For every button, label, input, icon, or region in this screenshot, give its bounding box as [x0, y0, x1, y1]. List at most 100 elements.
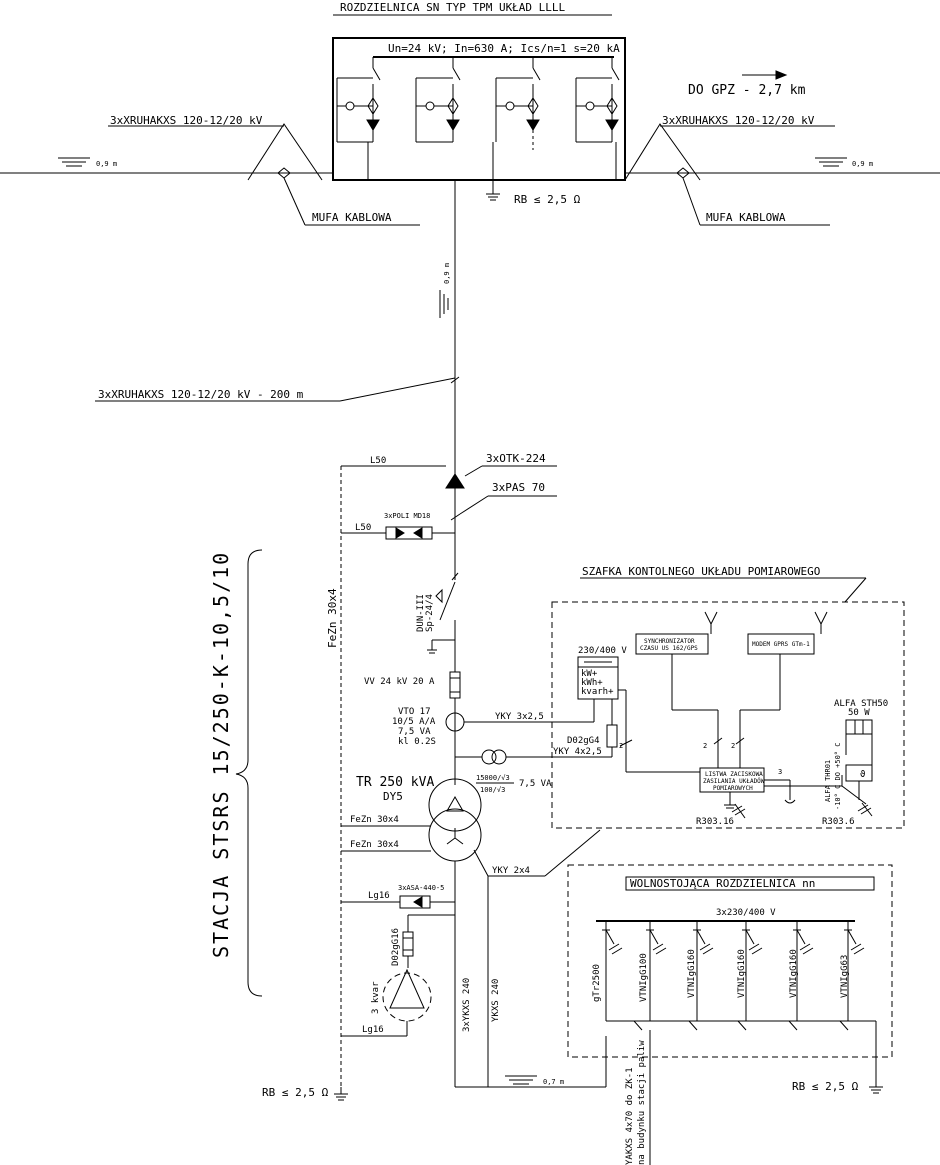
lv-feeder-3-label: VTNIgG160	[687, 949, 697, 998]
heater-label: ALFA STH50	[834, 699, 888, 709]
earthing-top-label: RB ≤ 2,5 Ω	[514, 193, 581, 206]
joint-right-label: MUFA KABLOWA	[706, 211, 786, 224]
lg16-top-label: Lg16	[368, 891, 390, 901]
cable-right-label: 3xXRUHAKXS 120-12/20 kV	[662, 114, 815, 127]
ct-ratio-bottom: 100/√3	[480, 786, 505, 794]
count-2b: 2	[703, 742, 707, 750]
arresters-label: 3xPAS 70	[492, 481, 545, 494]
disconnector-name: DUN-III	[416, 594, 426, 632]
fezn-vertical-label: FeZn 30x4	[326, 588, 339, 648]
lv-busbar-label: 3x230/400 V	[716, 908, 776, 918]
ct-ratio-top: 15000/√3	[476, 774, 510, 782]
meter-voltage-label: 230/400 V	[578, 646, 627, 656]
poli-box	[385, 526, 433, 540]
strip-line-1: LISTWA ZACISKOWA	[705, 771, 763, 778]
depth-vertical-icon	[439, 290, 449, 318]
asa-diode-icon	[413, 896, 423, 908]
mv-fuse-icon	[449, 671, 461, 699]
sync-line-2: CZASU US 162/GPS	[640, 645, 698, 652]
meter-fuse-icon	[606, 724, 618, 748]
disconnector-type: Sp-24/4	[425, 594, 435, 632]
capacitor-fuse-icon	[402, 931, 414, 957]
direction-label: DO GPZ - 2,7 km	[688, 83, 806, 98]
cable-loop-left	[247, 123, 323, 181]
depth-right-label: 0,9 m	[852, 160, 873, 168]
depth-bottom-icon	[505, 1075, 537, 1085]
fezn-1-label: FeZn 30x4	[350, 815, 399, 825]
transformer-primary-icon	[428, 778, 482, 832]
heater-power-label: 50 W	[848, 708, 870, 718]
station-brace	[235, 549, 263, 997]
ct-icon	[481, 749, 497, 765]
cable-ykxs-label: YKXS 240	[491, 979, 501, 1022]
capacitor-label: 3 kvar	[371, 981, 381, 1014]
vt-line-4: kl 0.2S	[398, 737, 436, 747]
sync-line-1: SYNCHRONIZATOR	[644, 638, 695, 645]
lg16-bottom-label: Lg16	[362, 1025, 384, 1035]
capacitor-delta-icon	[389, 968, 425, 1009]
count-3: 3	[778, 768, 782, 776]
depth-right-icon	[815, 157, 847, 167]
thermostat-line-2: -10° C DO +50° C	[834, 743, 842, 810]
meter-fuse-label: D02gG4	[567, 736, 600, 746]
vt-line-2: 10/5 A/A	[392, 717, 436, 727]
count-2a: 2	[619, 742, 623, 750]
yky4x25-label: YKY 4x2,5	[553, 747, 602, 757]
sync-antenna-icon	[704, 611, 718, 634]
fezn-2-label: FeZn 30x4	[350, 840, 399, 850]
switchgear-box	[332, 37, 626, 181]
switchgear-bay-3	[495, 57, 541, 150]
lv-title-frame	[625, 876, 875, 891]
arrowhead-icon	[775, 70, 788, 80]
earthing-bottom-right-label: RB ≤ 2,5 Ω	[792, 1080, 859, 1093]
lv-feeder-5-label: VTNIgG160	[789, 949, 799, 998]
lv-title: WOLNOSTOJĄCA ROZDZIELNICA nn	[630, 877, 815, 890]
fuse-r303-6-icon	[857, 802, 873, 817]
outgoing-label-1: YAKXS 4x70 do ZK-1	[625, 1067, 635, 1165]
joint-left-label: MUFA KABLOWA	[312, 211, 392, 224]
lv-feeder-1-label: gTr2500	[592, 964, 602, 1002]
lv-feeder-5	[793, 921, 814, 1021]
vt-line-3: 7,5 VA	[398, 727, 431, 737]
l50-mid-label: L50	[355, 523, 371, 533]
station-name: STACJA STSRS 15/250-K-10,5/10	[209, 551, 233, 958]
r303-6-label: R303.6	[822, 817, 855, 827]
poli-diode-icon	[413, 527, 423, 539]
modem-label: MODEM GPRS GTm-1	[752, 641, 810, 648]
depth-bottom-label: 0,7 m	[543, 1078, 564, 1086]
switchgear-title: ROZDZIELNICA SN TYP TPM UKŁAD LLLL	[340, 1, 566, 14]
lv-feeder-2-label: VTNIgG100	[639, 953, 649, 1002]
cable-3xykxs-label: 3xYKXS 240	[462, 978, 472, 1032]
poli-label: 3xPOLI MD18	[384, 512, 430, 520]
energy-meter-box	[577, 656, 619, 700]
strip-line-3: POMIAROWYCH	[713, 785, 753, 792]
heater-icon	[845, 719, 873, 735]
lv-feeder-4	[742, 921, 763, 1021]
yky2x4-label: YKY 2x4	[492, 866, 530, 876]
metering-title: SZAFKA KONTOLNEGO UKŁADU POMIAROWEGO	[582, 565, 820, 578]
r303-16-label: R303.16	[696, 817, 734, 827]
transformer-label: TR 250 kVA	[356, 775, 434, 790]
yky3x25-label: YKY 3x2,5	[495, 712, 544, 722]
switchgear-ratings: Un=24 kV; In=630 A; Ics/n=1 s=20 kA	[388, 42, 620, 55]
thermostat-line-1: ALFA THR01	[824, 760, 832, 802]
thermostat-icon: ϑ	[860, 770, 865, 780]
switchgear-earth-icon	[486, 142, 500, 201]
asa-label: 3xASA-440-5	[398, 884, 444, 892]
lv-feeder-2	[646, 921, 667, 1021]
lv-feeder-6-label: VTNIgG63	[840, 955, 850, 998]
cable-head-icon	[445, 473, 465, 489]
depth-left-icon	[58, 157, 90, 167]
lv-feeder-4-label: VTNIgG160	[737, 949, 747, 998]
earth-bottom-right-icon	[869, 1086, 883, 1094]
capacitor-bank-icon	[382, 972, 432, 1022]
ct-va-label: 7,5 VA	[519, 779, 552, 789]
lv-feeder-1	[602, 921, 623, 1021]
lv-feeder-3	[693, 921, 714, 1021]
disconnector-drive-icon	[435, 588, 443, 604]
earth-bottom-left-icon	[334, 1087, 348, 1101]
earthing-bottom-left-label: RB ≤ 2,5 Ω	[262, 1086, 329, 1099]
depth-vertical-label: 0,9 m	[443, 263, 451, 284]
outgoing-label-2: na budynku stacji paliw	[637, 1040, 647, 1165]
